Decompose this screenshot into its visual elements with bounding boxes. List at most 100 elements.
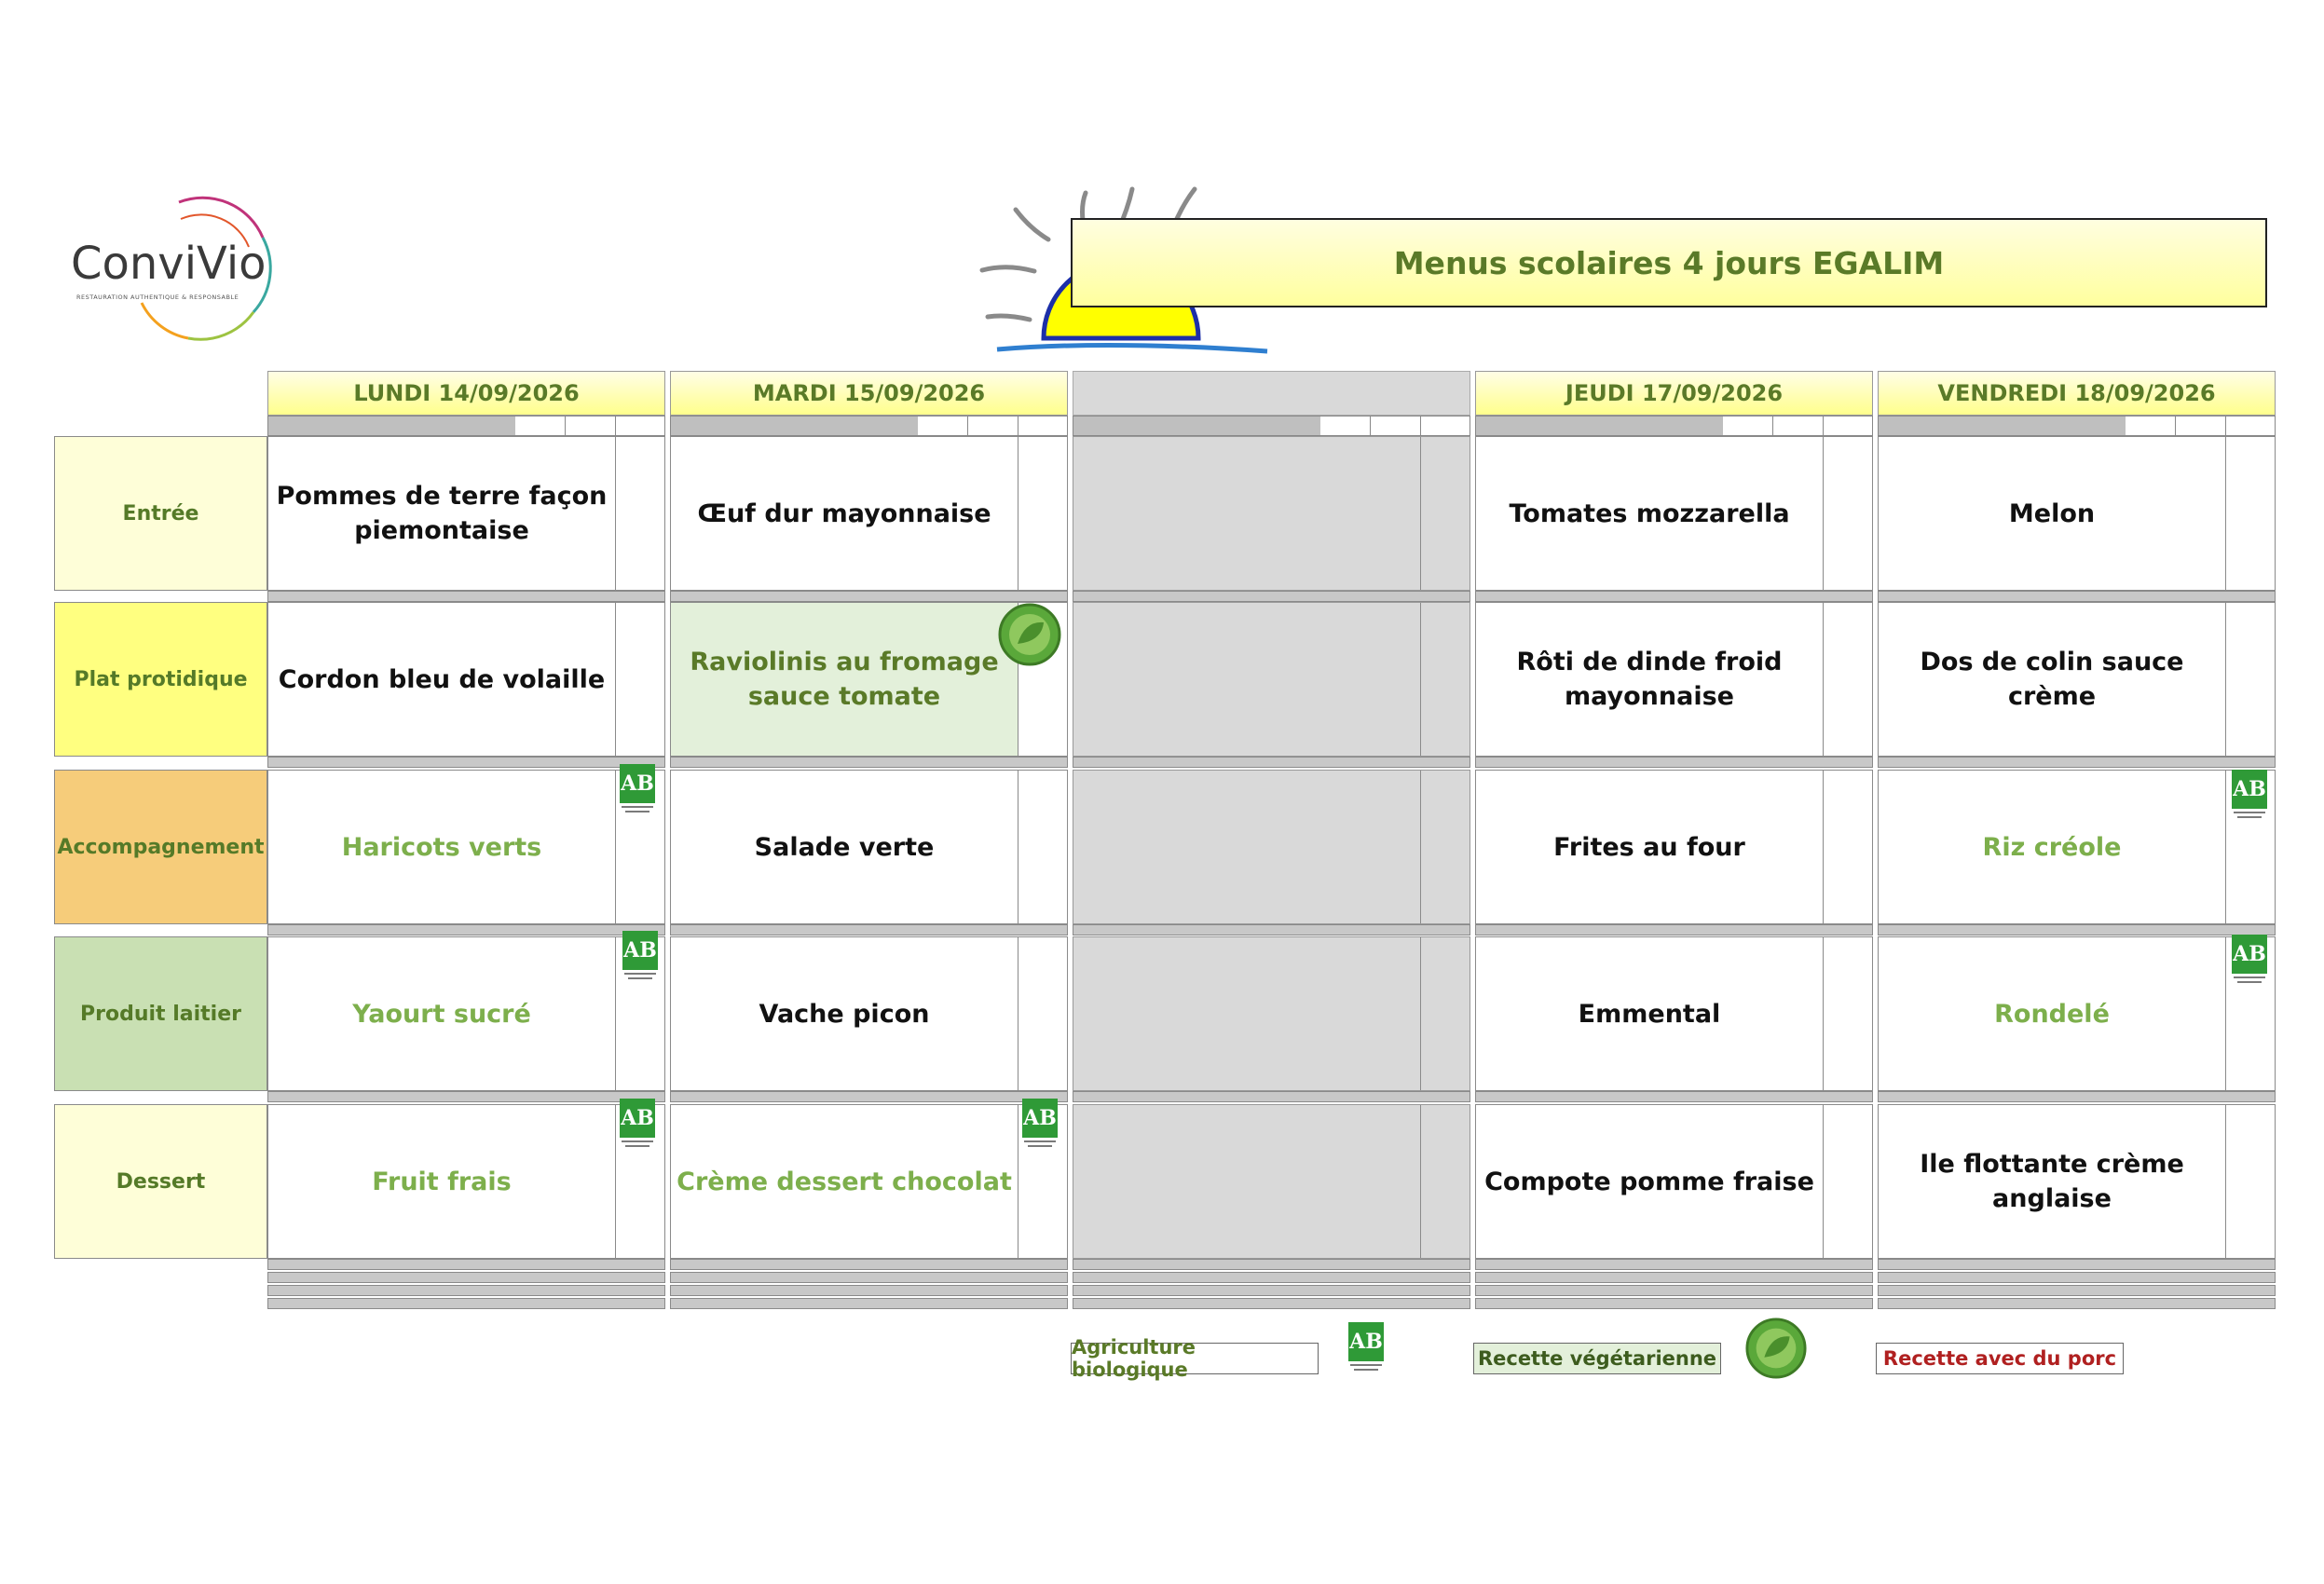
ab-bio-icon: AB	[622, 925, 658, 983]
ab-bio-icon: AB	[2232, 764, 2267, 822]
dish-text: Tomates mozzarella	[1509, 498, 1790, 528]
menu-cell-bio: Haricots verts	[267, 770, 665, 924]
dish-text: Haricots verts	[341, 832, 542, 862]
row-separator	[1878, 757, 2276, 768]
dish-text: Raviolinis au fromage sauce tomate	[671, 603, 1018, 756]
category-entree: Entrée	[54, 436, 267, 591]
row-separator	[1878, 924, 2276, 935]
dish-text: Ile flottante crème anglaise	[1920, 1150, 2184, 1213]
row-separator	[1073, 1091, 1470, 1102]
row-separator	[267, 1091, 665, 1102]
dish-text: Cordon bleu de volaille	[278, 664, 606, 694]
row-separator	[670, 1091, 1068, 1102]
legend-bio: Agriculture biologique	[1071, 1336, 1319, 1381]
menu-cell-empty	[1073, 436, 1470, 591]
dish-text	[1073, 437, 1420, 590]
menu-cell-bio: Fruit frais	[267, 1104, 665, 1259]
row-separator	[1475, 924, 1873, 935]
row-separator	[1475, 757, 1873, 768]
ab-bio-icon: AB	[1348, 1317, 1384, 1374]
dish-text: Dos de colin sauce crème	[1920, 648, 2184, 711]
menu-cell-empty	[1073, 770, 1470, 924]
menu-cell: Pommes de terre façon piemontaise	[267, 436, 665, 591]
dish-text: Crème dessert chocolat	[677, 1167, 1012, 1196]
menu-cell: Salade verte	[670, 770, 1068, 924]
menu-cell: Rôti de dinde froid mayonnaise	[1475, 602, 1873, 757]
subheader-row	[670, 416, 1068, 436]
logo-ring-icon	[140, 196, 272, 341]
dish-text: Emmental	[1578, 999, 1721, 1029]
bottom-bars	[1878, 1259, 2276, 1313]
row-separator	[670, 591, 1068, 602]
category-plat: Plat protidique	[54, 602, 267, 757]
day-header-friday: VENDREDI 18/09/2026	[1878, 371, 2276, 416]
ab-bio-icon: AB	[620, 1093, 655, 1151]
row-separator	[670, 757, 1068, 768]
menu-cell-empty	[1073, 602, 1470, 757]
row-separator	[1073, 757, 1470, 768]
dish-text	[1073, 603, 1420, 756]
menu-cell-vegetarian: Raviolinis au fromage sauce tomate	[670, 602, 1068, 757]
dish-text: Pommes de terre façon piemontaise	[276, 482, 608, 545]
ab-bio-icon: AB	[1022, 1093, 1058, 1151]
row-separator	[1878, 1091, 2276, 1102]
menu-cell: Compote pomme fraise	[1475, 1104, 1873, 1259]
subheader-row	[1073, 416, 1470, 436]
dish-text: Melon	[2008, 498, 2096, 528]
menu-cell: Melon	[1878, 436, 2276, 591]
subheader-row	[267, 416, 665, 436]
dish-text: Fruit frais	[372, 1167, 512, 1196]
dish-text: Rôti de dinde froid mayonnaise	[1516, 648, 1783, 711]
dish-text: Salade verte	[754, 832, 935, 862]
day-header-wednesday	[1073, 371, 1470, 416]
row-separator	[267, 757, 665, 768]
row-separator	[267, 591, 665, 602]
dish-text: Riz créole	[1982, 832, 2122, 862]
menu-cell: Dos de colin sauce crème	[1878, 602, 2276, 757]
ab-bio-icon: AB	[2232, 929, 2267, 987]
row-separator	[1475, 1091, 1873, 1102]
day-header-monday: LUNDI 14/09/2026	[267, 371, 665, 416]
menu-cell-bio: Rondelé	[1878, 936, 2276, 1091]
menu-cell-empty	[1073, 1104, 1470, 1259]
title-box: Menus scolaires 4 jours EGALIM	[1071, 218, 2267, 307]
vegetarian-leaf-icon	[998, 603, 1061, 666]
bottom-bars	[267, 1259, 665, 1313]
menu-cell-bio: Riz créole	[1878, 770, 2276, 924]
row-separator	[1878, 591, 2276, 602]
logo-tagline: RESTAURATION AUTHENTIQUE & RESPONSABLE	[76, 294, 239, 301]
menu-cell: Ile flottante crème anglaise	[1878, 1104, 2276, 1259]
menu-cell: Cordon bleu de volaille	[267, 602, 665, 757]
row-separator	[267, 924, 665, 935]
menu-cell-empty	[1073, 936, 1470, 1091]
dish-text: Œuf dur mayonnaise	[697, 498, 991, 528]
dish-text: Compote pomme fraise	[1484, 1167, 1814, 1196]
menu-cell-bio: Yaourt sucré	[267, 936, 665, 1091]
bottom-bars	[670, 1259, 1068, 1313]
menu-cell-bio: Crème dessert chocolat	[670, 1104, 1068, 1259]
bottom-bars	[1073, 1259, 1470, 1313]
row-separator	[1475, 591, 1873, 602]
menu-cell: Frites au four	[1475, 770, 1873, 924]
dish-text: Frites au four	[1553, 832, 1745, 862]
row-separator	[1073, 591, 1470, 602]
dish-text: Vache picon	[759, 999, 930, 1029]
bottom-bars	[1475, 1259, 1873, 1313]
category-dessert: Dessert	[54, 1104, 267, 1259]
day-header-thursday: JEUDI 17/09/2026	[1475, 371, 1873, 416]
subheader-row	[1878, 416, 2276, 436]
menu-cell: Vache picon	[670, 936, 1068, 1091]
dish-text	[1073, 1105, 1420, 1258]
vegetarian-leaf-icon	[1745, 1318, 1807, 1379]
row-separator	[1073, 924, 1470, 935]
legend-porc: Recette avec du porc	[1876, 1343, 2124, 1374]
dish-text	[1073, 771, 1420, 923]
subheader-row	[1475, 416, 1873, 436]
dish-text: Rondelé	[1994, 999, 2110, 1029]
logo-name: ConviVio	[71, 238, 267, 290]
page-title: Menus scolaires 4 jours EGALIM	[1393, 244, 1945, 281]
ab-bio-icon: AB	[620, 758, 655, 816]
convivio-logo: ConviVio RESTAURATION AUTHENTIQUE & RESP…	[67, 191, 291, 349]
day-header-tuesday: MARDI 15/09/2026	[670, 371, 1068, 416]
menu-cell: Tomates mozzarella	[1475, 436, 1873, 591]
